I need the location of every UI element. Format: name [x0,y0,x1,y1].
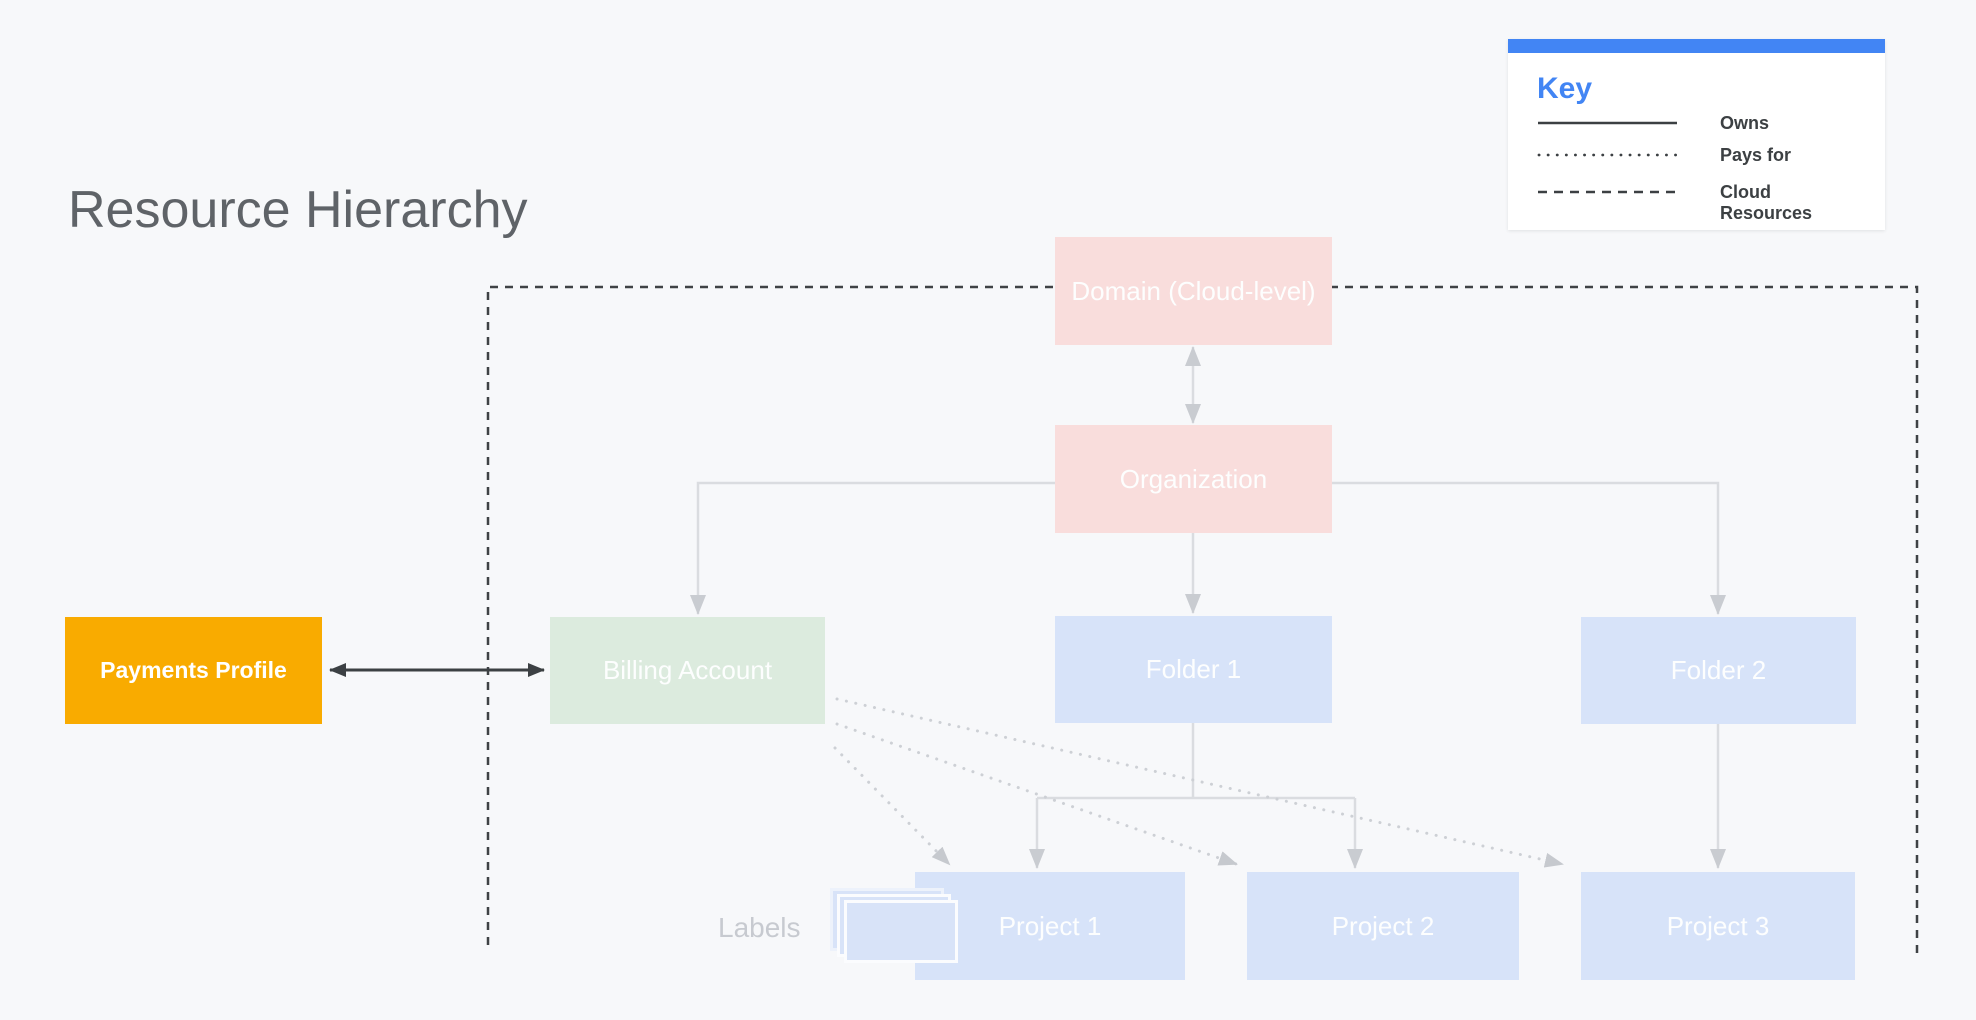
organization-folder2-connector [1332,481,1726,615]
legend: Key Owns Pays for Cloud Resources [1508,39,1885,230]
node-folder-2: Folder 2 [1581,617,1856,724]
legend-label-cloud-resources: Cloud Resources [1720,182,1813,223]
legend-label-owns: Owns [1720,113,1770,133]
billing-project3-paysfor [835,697,1564,868]
node-project-2: Project 2 [1247,872,1519,980]
node-folder-1: Folder 1 [1055,616,1332,723]
legend-title: Key [1537,72,1593,105]
labels-caption: Labels [718,912,801,943]
legend-solid-line-icon [1538,121,1677,125]
node-project-1: Project 1 [915,872,1185,980]
legend-dashed-line-icon [1538,190,1677,194]
legend-dotted-line-icon [1537,153,1678,157]
organization-billing-connector [690,481,1055,615]
node-payments-profile: Payments Profile [65,617,322,724]
label-card-front [844,900,958,963]
node-organization: Organization [1055,425,1332,533]
page-title: Resource Hierarchy [68,181,528,239]
node-domain: Domain (Cloud-level) [1055,237,1332,345]
folder1-branch [1037,723,1355,800]
billing-project2-paysfor [835,722,1238,866]
labels-stack-icon [830,888,960,968]
legend-label-pays-for: Pays for [1720,145,1792,165]
legend-accent-bar [1508,39,1885,53]
billing-project1-paysfor [833,746,951,866]
node-billing-account: Billing Account [550,617,825,724]
node-project-3: Project 3 [1581,872,1855,980]
